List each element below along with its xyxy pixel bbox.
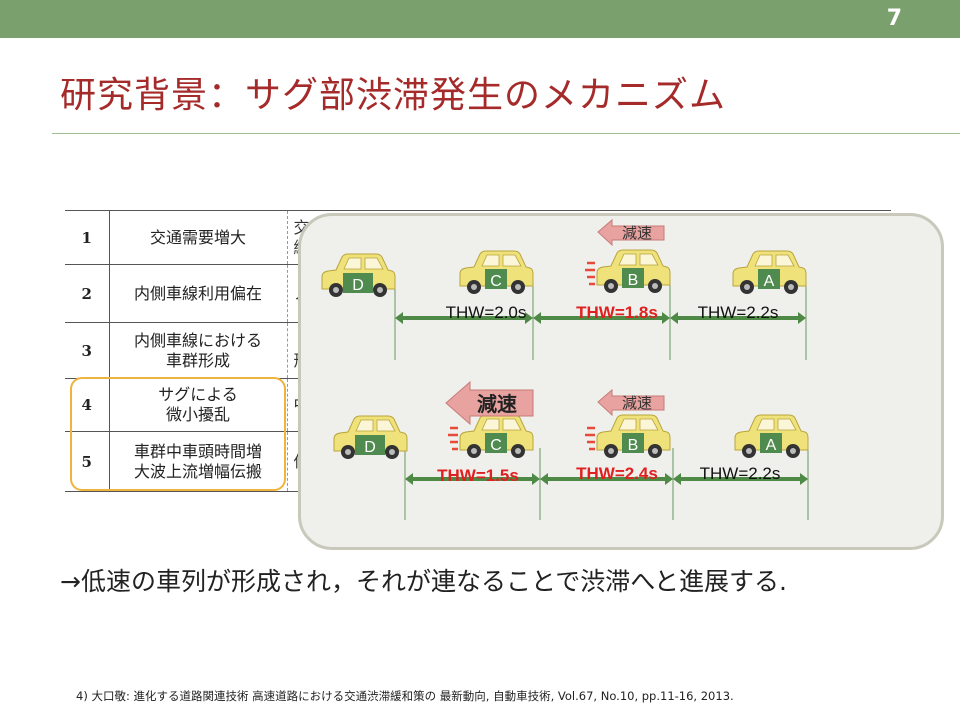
car-label: C (490, 273, 502, 290)
row-name: サグによる微小擾乱 (109, 378, 288, 432)
car-d-top: D (321, 253, 396, 298)
car-label: B (628, 437, 639, 454)
decel-label: 減速 (622, 224, 652, 242)
car-label: D (352, 277, 364, 294)
decel-label-large: 減速 (477, 392, 517, 416)
top-interval-arrows (395, 312, 806, 324)
car-label: A (764, 273, 775, 290)
row-name: 車群中車頭時間増大波上流増幅伝搬 (109, 431, 288, 492)
car-b-top: B (583, 249, 671, 294)
bottom-guide-lines (404, 448, 809, 520)
top-bar: 7 (0, 0, 960, 38)
top-guide-lines (394, 285, 807, 360)
conclusion-text: →低速の車列が形成され，それが連なることで渋滞へと進展する. (60, 567, 787, 596)
thw-label: THW=2.2s (698, 303, 779, 322)
bottom-interval-arrows (405, 473, 808, 485)
car-label: C (490, 437, 502, 454)
car-label: A (766, 437, 777, 454)
car-a-bottom: A (734, 414, 809, 459)
car-label: B (628, 272, 639, 289)
thw-label: THW=2.0s (446, 303, 527, 322)
title-divider (52, 133, 960, 134)
thw-label: THW=2.2s (700, 464, 781, 483)
highlight-rows-4-5 (70, 377, 286, 491)
slide-title: 研究背景：サグ部渋滞発生のメカニズム (60, 75, 727, 116)
car-b-bottom: B (583, 414, 671, 459)
thw-label-alert: THW=1.8s (576, 303, 658, 322)
row-name: 内側車線における車群形成 (109, 322, 288, 379)
car-c-bottom: C (446, 414, 534, 459)
reference-citation: 4) 大口敬: 進化する道路関連技術 高速道路における交通渋滞緩和策の 最新動向… (76, 689, 734, 703)
decel-arrow-bottom: 減速 (597, 388, 665, 417)
row-number: 1 (65, 210, 110, 265)
car-a-top: A (732, 250, 807, 295)
page-number: 7 (886, 6, 902, 31)
car-c-top: C (459, 250, 534, 295)
thw-label-alert: THW=2.4s (576, 464, 658, 483)
row-number: 2 (65, 264, 110, 323)
car-d-bottom: D (333, 415, 408, 460)
row-name: 交通需要増大 (109, 210, 288, 265)
car-label: D (364, 439, 376, 456)
decel-arrow-bottom-large: 減速 (445, 380, 534, 426)
thw-label-alert: THW=1.5s (437, 466, 519, 485)
decel-arrow-top: 減速 (597, 218, 665, 247)
decel-label: 減速 (622, 394, 652, 412)
